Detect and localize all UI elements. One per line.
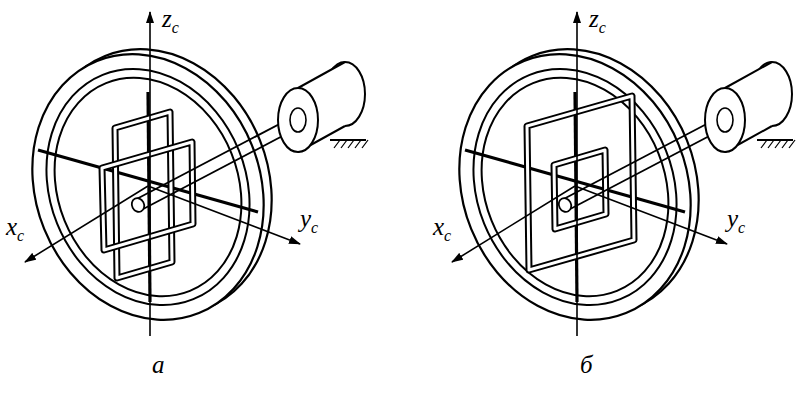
axis-label: zс [162, 6, 179, 31]
panel-a [0, 12, 368, 355]
coordinate-axes [452, 12, 727, 336]
label-letter: y [727, 205, 738, 232]
label-subscript: с [599, 19, 606, 36]
coordinate-axes [25, 12, 300, 336]
axis-label: yс [300, 206, 318, 231]
rotor-disk [420, 14, 738, 355]
label-letter: y [300, 205, 311, 232]
label-subscript: с [311, 219, 318, 236]
motor-shaft [129, 62, 368, 214]
motor-shaft [556, 62, 795, 214]
label-letter: а [152, 351, 165, 378]
label-subscript: с [172, 19, 179, 36]
label-subscript: с [17, 227, 24, 244]
rotor-disk [0, 14, 311, 355]
label-letter: z [162, 5, 172, 32]
panel-letter: а [152, 352, 165, 377]
crossed-coils [102, 112, 193, 278]
label-letter: б [580, 351, 593, 378]
axis-label: yс [727, 206, 745, 231]
label-subscript: с [444, 227, 451, 244]
label-subscript: с [738, 219, 745, 236]
label-letter: z [589, 5, 599, 32]
panel-letter: б [580, 352, 593, 377]
label-letter: x [6, 213, 17, 240]
axis-label: xс [433, 214, 451, 239]
axis-label: xс [6, 214, 24, 239]
axis-label: zс [589, 6, 606, 31]
panel-b [420, 12, 795, 355]
label-letter: x [433, 213, 444, 240]
